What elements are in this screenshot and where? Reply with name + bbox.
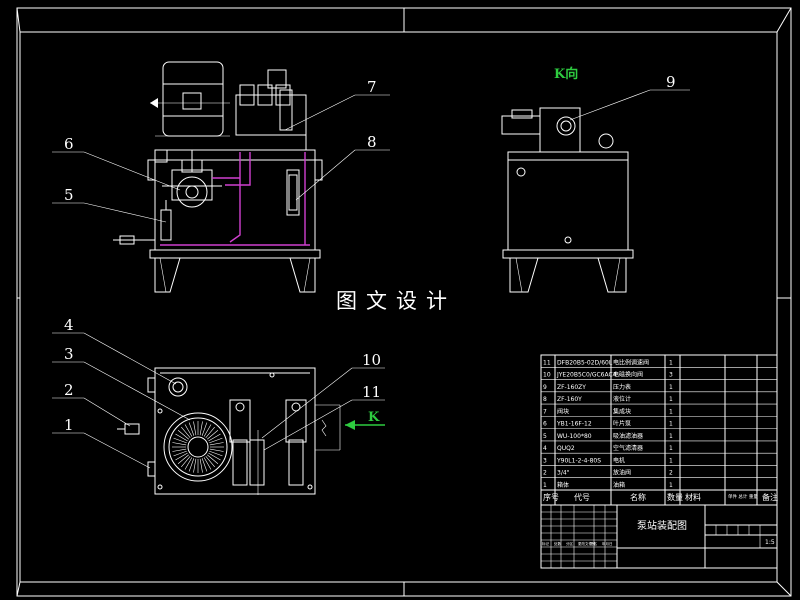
bom-cell-name: 叶片泵 xyxy=(613,420,631,428)
bom-cell-name: 吸油滤油器 xyxy=(613,432,643,440)
k-arrow: K xyxy=(345,410,385,430)
title-block-label: 更改文件号 xyxy=(578,541,596,546)
bom-cell-qty: 1 xyxy=(669,359,673,366)
bom-cell-no: 9 xyxy=(543,384,547,391)
bom-cell-name: 集成块 xyxy=(613,407,631,415)
title-block-label: 签名 xyxy=(590,541,597,546)
bom-cell-code: Y90L1-2-4-80S xyxy=(556,457,601,464)
bom-cell-no: 7 xyxy=(543,408,547,415)
drawing-scale: 1:5 xyxy=(765,539,775,546)
bom-cell-no: 6 xyxy=(543,421,547,428)
title-block-label: 分区 xyxy=(566,541,574,546)
callout-7: 7 xyxy=(367,78,377,96)
view-label: K向 xyxy=(554,66,578,82)
bom-cell-code: YB1-16F-12 xyxy=(556,421,592,428)
callout-5: 5 xyxy=(64,186,74,204)
bom-cell-qty: 1 xyxy=(669,445,673,452)
bom-cell-code: QUQ2 xyxy=(557,445,575,452)
bom-cell-no: 3 xyxy=(543,457,547,464)
bom-cell-qty: 3 xyxy=(669,372,673,379)
bom-cell-code: JYE20B5C0/GC6AC4 xyxy=(556,372,617,379)
bom-header-name: 名称 xyxy=(630,492,646,502)
callout-2: 2 xyxy=(64,381,74,399)
bom-cell-name: 压力表 xyxy=(613,383,631,391)
bom-cell-qty: 1 xyxy=(669,457,673,464)
title-block-label: 年月日 xyxy=(602,541,613,546)
title-block-label: 标记 xyxy=(542,541,550,546)
front-view xyxy=(113,61,323,293)
bom-cell-code: DFB20B5-02D/60L xyxy=(557,359,613,366)
bom-cell-qty: 1 xyxy=(669,433,673,440)
bom-cell-name: 空气滤清器 xyxy=(613,444,643,452)
bom-cell-qty: 1 xyxy=(669,408,673,415)
title-block: 泵站装配图 1:5 标记处数分区更改文件号签名年月日 xyxy=(540,504,778,569)
callout-6: 6 xyxy=(64,135,74,153)
bom-cell-no: 8 xyxy=(543,396,547,403)
title-block-label: 处数 xyxy=(554,541,562,546)
bom-header-material: 材料 xyxy=(685,492,701,502)
bom-header-remark: 备注 xyxy=(762,492,778,502)
bom-cell-name: 液位计 xyxy=(613,395,631,403)
drawing-title: 泵站装配图 xyxy=(637,519,687,532)
drawing-frame xyxy=(19,31,778,583)
bom-cell-code: WU-100*80 xyxy=(557,433,592,440)
bom-header-qty: 数量 xyxy=(667,492,683,502)
callout-numbers: 6 5 7 8 9 4 3 2 1 10 11 xyxy=(64,73,676,434)
callout-11: 11 xyxy=(362,383,381,401)
side-view xyxy=(501,107,634,293)
bom-cell-no: 5 xyxy=(543,433,547,440)
bom-cell-qty: 1 xyxy=(669,421,673,428)
bom-cell-no: 10 xyxy=(543,372,551,379)
callout-1: 1 xyxy=(64,416,74,434)
k-arrow-label: K xyxy=(368,410,380,425)
bom-cell-qty: 2 xyxy=(669,470,673,477)
watermark-text: 图文设计 xyxy=(336,289,456,313)
bom-cell-no: 11 xyxy=(543,359,551,366)
bom-cell-no: 2 xyxy=(543,470,547,477)
callout-3: 3 xyxy=(64,345,74,363)
bom-header-weight: 单件 总计 重量 xyxy=(728,493,758,500)
top-view xyxy=(117,367,341,495)
bom-cell-code: ZF-160Y xyxy=(557,396,582,403)
bom-cell-name: 电比例调速阀 xyxy=(613,358,649,366)
bom-header-no: 序号 xyxy=(543,492,559,502)
bom-cell-qty: 1 xyxy=(669,384,673,391)
bom-cell-name: 油箱 xyxy=(613,481,625,489)
bom-cell-qty: 1 xyxy=(669,482,673,489)
bom-header-code: 代号 xyxy=(574,492,590,502)
bom-cell-qty: 1 xyxy=(669,396,673,403)
bom-cell-code: 3/4" xyxy=(557,470,570,477)
callout-9: 9 xyxy=(666,73,676,91)
bom-cell-code: 阀块 xyxy=(557,407,569,415)
bom-cell-name: 电机 xyxy=(613,456,625,464)
bom-cell-no: 4 xyxy=(543,445,547,452)
bom-cell-no: 1 xyxy=(543,482,547,489)
leader-lines xyxy=(52,89,690,469)
bom-cell-name: 电磁换向阀 xyxy=(613,371,643,379)
callout-10: 10 xyxy=(362,351,381,369)
bom-cell-name: 放油阀 xyxy=(613,469,631,477)
bom-cell-code: ZF-160ZY xyxy=(557,384,586,391)
callout-4: 4 xyxy=(64,316,74,334)
callout-8: 8 xyxy=(367,133,377,151)
bom-cell-code: 箱体 xyxy=(557,481,569,489)
